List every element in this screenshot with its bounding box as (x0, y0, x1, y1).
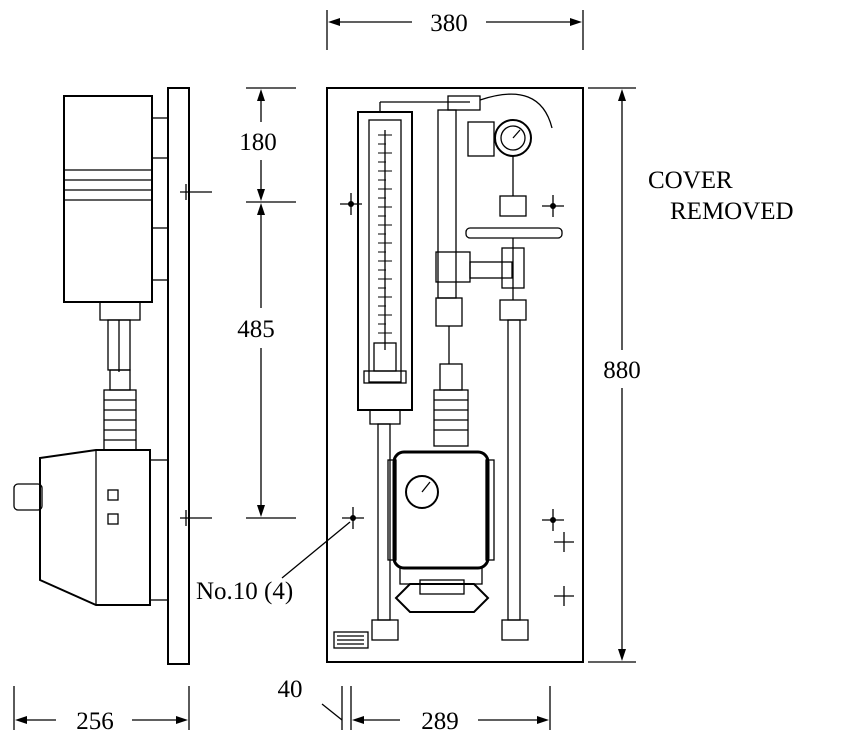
dim-height-upper: 180 (239, 129, 277, 156)
dim-top-width: 380 (430, 10, 468, 37)
front-bellows (433, 363, 469, 447)
mounting-holes (340, 193, 574, 606)
note-cover-line1: COVER (648, 167, 733, 194)
flowmeter (357, 101, 470, 425)
note-cover-line2: REMOVED (670, 198, 794, 225)
side-bellows (103, 389, 137, 451)
regulator (465, 155, 563, 321)
front-view (326, 87, 584, 663)
manufacturer-logo (333, 631, 369, 649)
side-panel (167, 87, 190, 665)
fastener-leader (281, 521, 351, 579)
dim-overall-height: 880 (603, 357, 641, 384)
dim-height-middle: 485 (237, 316, 275, 343)
dim-mount-offset: 40 (278, 676, 303, 703)
flowmeter-scale (378, 134, 392, 334)
side-view (13, 87, 212, 665)
upper-housing (63, 95, 153, 303)
pipe-assembly (435, 95, 525, 364)
note-fastener: No.10 (4) (196, 578, 293, 605)
dim-mount-spacing: 289 (421, 708, 459, 734)
side-pump-body (39, 449, 151, 606)
dim-side-depth: 256 (76, 708, 114, 734)
vertical-tube-right (507, 319, 521, 621)
front-panel (326, 87, 584, 663)
pump-housing (387, 450, 495, 613)
